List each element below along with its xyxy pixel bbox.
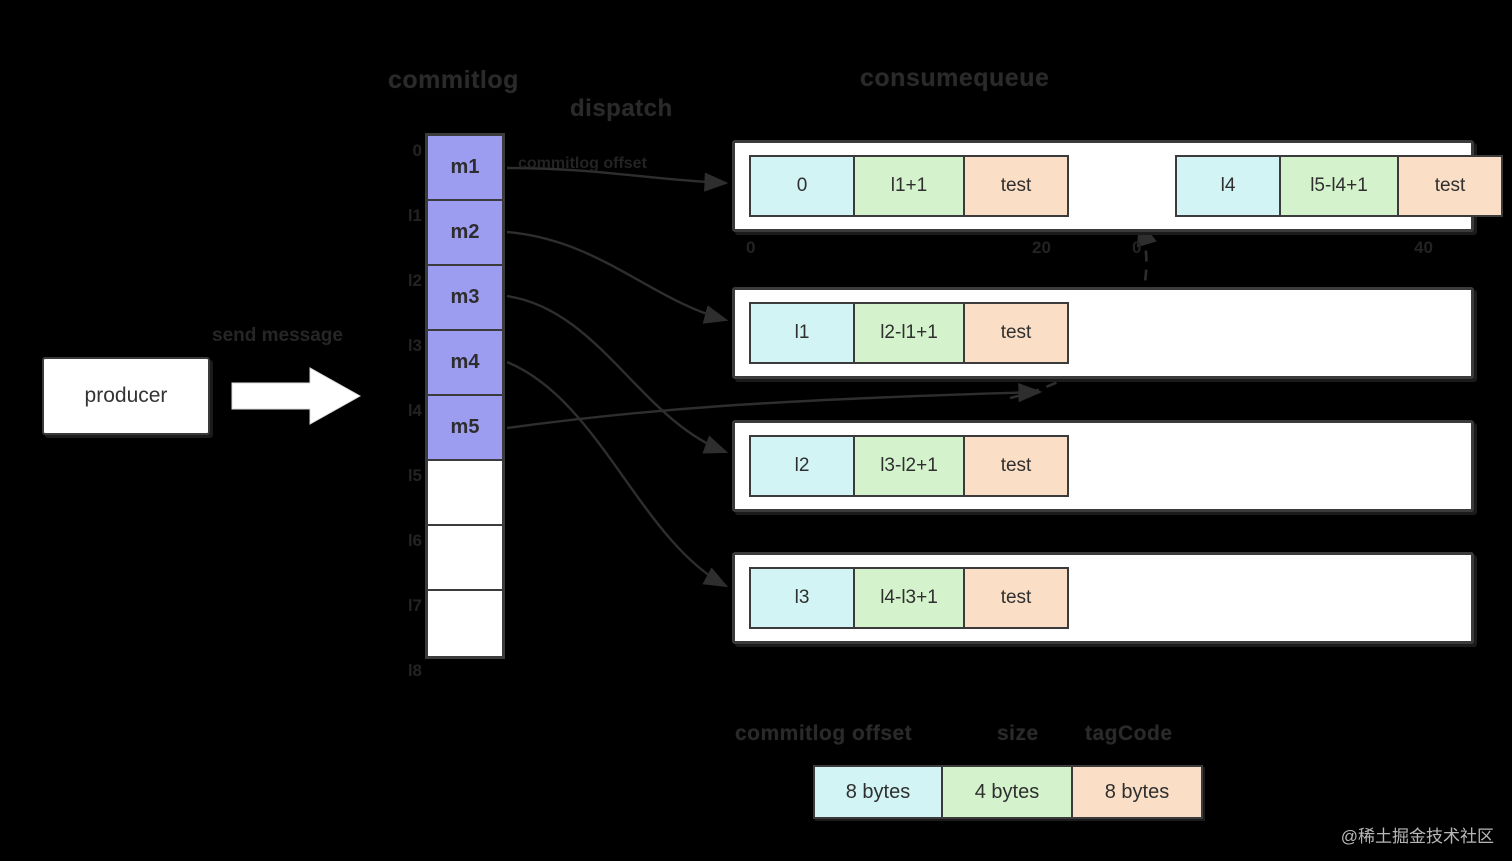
commitlog-cell-m3: m3 bbox=[428, 266, 502, 331]
legend-label: size bbox=[997, 722, 1039, 745]
entry-tagcode: test bbox=[1399, 157, 1501, 215]
commitlog-cell-m2: m2 bbox=[428, 201, 502, 266]
commitlog-offset-tick: l1 bbox=[407, 205, 422, 225]
commitlog-cell-label: m4 bbox=[450, 351, 480, 373]
commitlog-cell-label: m1 bbox=[450, 156, 480, 178]
consumequeue-ruler: 0 20 0 40 bbox=[732, 236, 1480, 266]
commitlog-cell-empty-7 bbox=[428, 591, 502, 656]
commitlog-offset-tick: l3 bbox=[407, 335, 422, 355]
legend-labels: commitlog offset size tagCode bbox=[735, 722, 1175, 752]
legend-label: commitlog offset bbox=[735, 722, 913, 745]
commitlog-cell-empty-5 bbox=[428, 461, 502, 526]
commitlog-offset-tick: l2 bbox=[407, 270, 422, 290]
dispatch-sub-label: commitlog offset bbox=[518, 155, 647, 172]
commitlog-cell-label: m3 bbox=[450, 286, 480, 308]
consumequeue-ruler-tick: 0 bbox=[746, 238, 756, 257]
entry-size: l5-l4+1 bbox=[1281, 157, 1399, 215]
commitlog-offset-tick: l6 bbox=[407, 530, 422, 550]
legend-cell: 4 bytes bbox=[943, 767, 1073, 817]
producer-label: producer bbox=[84, 384, 168, 407]
consumequeue-ruler-tick: 0 bbox=[1132, 238, 1142, 257]
entry-size: l2-l1+1 bbox=[855, 304, 965, 362]
send-message-label: send message bbox=[212, 325, 343, 346]
entry-size: l1+1 bbox=[855, 157, 965, 215]
entry-commitlog-offset: l2 bbox=[751, 437, 855, 495]
commitlog-column: m1 m2 m3 m4 m5 bbox=[425, 133, 505, 659]
commitlog-offset-tick: l5 bbox=[407, 465, 422, 485]
dispatch-label: dispatch bbox=[570, 95, 673, 122]
producer-box: producer bbox=[42, 357, 210, 435]
commitlog-cell-label: m5 bbox=[450, 416, 480, 438]
commitlog-title: commitlog bbox=[388, 66, 519, 94]
consumequeue-ruler-tick: 40 bbox=[1414, 238, 1433, 257]
consumequeue-title: consumequeue bbox=[860, 64, 1050, 92]
watermark: @稀土掘金技术社区 bbox=[1340, 827, 1494, 846]
commitlog-cell-m4: m4 bbox=[428, 331, 502, 396]
commitlog-offset-tick: l4 bbox=[407, 400, 422, 420]
commitlog-offset-ruler: 0 l1 l2 l3 l4 l5 l6 l7 l8 bbox=[386, 118, 422, 703]
entry-tagcode: test bbox=[965, 437, 1067, 495]
legend-label: tagCode bbox=[1085, 722, 1173, 745]
entry-commitlog-offset: 0 bbox=[751, 157, 855, 215]
entry-commitlog-offset: l3 bbox=[751, 569, 855, 627]
legend-cell: 8 bytes bbox=[1073, 767, 1201, 817]
legend-cell: 8 bytes bbox=[815, 767, 943, 817]
consumequeue-ruler-tick: 20 bbox=[1032, 238, 1051, 257]
entry-tagcode: test bbox=[965, 157, 1067, 215]
entry-tagcode: test bbox=[965, 304, 1067, 362]
send-message-arrow bbox=[231, 367, 362, 425]
commitlog-offset-tick: 0 bbox=[412, 140, 422, 160]
entry-commitlog-offset: l4 bbox=[1177, 157, 1281, 215]
commitlog-cell-empty-6 bbox=[428, 526, 502, 591]
entry-commitlog-offset: l1 bbox=[751, 304, 855, 362]
entry-tagcode: test bbox=[965, 569, 1067, 627]
commitlog-offset-tick: l8 bbox=[407, 660, 422, 680]
entry-size: l3-l2+1 bbox=[855, 437, 965, 495]
commitlog-offset-tick: l7 bbox=[407, 595, 422, 615]
commitlog-cell-m5: m5 bbox=[428, 396, 502, 461]
commitlog-cell-m1: m1 bbox=[428, 136, 502, 201]
entry-size: l4-l3+1 bbox=[855, 569, 965, 627]
commitlog-cell-label: m2 bbox=[450, 221, 480, 243]
